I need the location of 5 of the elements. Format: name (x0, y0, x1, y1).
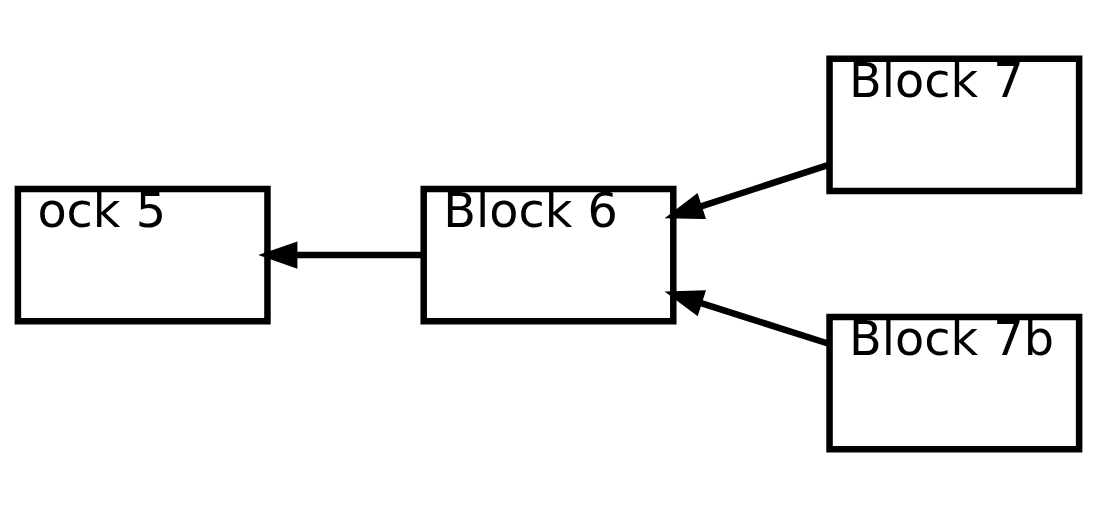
node-box: Block 7b (826, 313, 1083, 453)
node-box: Block 7 (826, 55, 1083, 195)
node-box: ock 5 (14, 185, 271, 325)
arrow (258, 241, 424, 269)
node-box: Block 6 (420, 185, 677, 325)
